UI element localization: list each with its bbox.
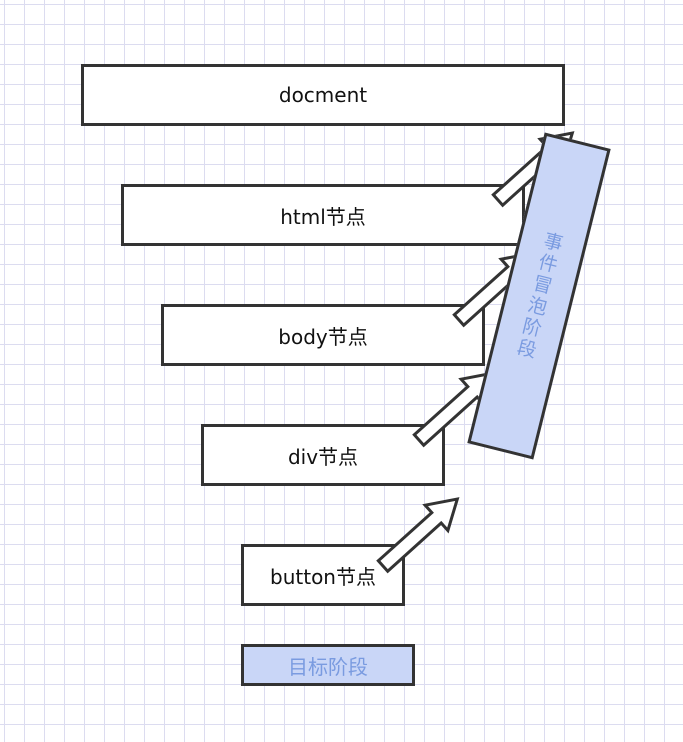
- bubble-phase-text: 事件冒泡阶段: [511, 229, 566, 363]
- node-body: body节点: [161, 304, 485, 366]
- node-document: docment: [81, 64, 565, 126]
- target-phase-text: 目标阶段: [288, 654, 368, 679]
- node-button: button节点: [241, 544, 405, 606]
- node-div: div节点: [201, 424, 445, 486]
- node-label: body节点: [278, 324, 368, 349]
- node-html: html节点: [121, 184, 525, 246]
- target-phase-label: 目标阶段: [241, 644, 415, 686]
- node-label: html节点: [280, 204, 366, 229]
- node-label: docment: [278, 83, 368, 107]
- node-label: button节点: [270, 564, 376, 589]
- arrow-button-to-div: [376, 497, 460, 574]
- node-label: div节点: [287, 444, 359, 469]
